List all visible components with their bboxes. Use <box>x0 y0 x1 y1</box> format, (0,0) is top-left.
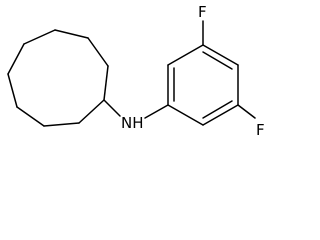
fluorine-bottom-bond <box>237 104 256 119</box>
ring-bond-8 <box>7 43 25 75</box>
ring-to-nitrogen-bond <box>103 99 121 117</box>
aryl-bond-2 <box>167 44 204 66</box>
ring-bond-2 <box>87 37 109 67</box>
aryl-bond-5-double <box>202 100 233 119</box>
ring-bond-1 <box>54 29 89 39</box>
amine-label: NH <box>121 114 144 132</box>
benzene-ring <box>167 44 239 126</box>
fluorine-bottom-label: F <box>256 121 265 139</box>
cyclooctane-ring <box>7 29 109 127</box>
cyclooctyl-difluoroaniline-structure: NH F F <box>7 3 265 139</box>
fluorine-top-label: F <box>198 3 207 21</box>
nitrogen-to-aryl-bond <box>144 104 169 119</box>
ring-bond-6 <box>16 106 45 127</box>
ring-bond-7 <box>7 73 18 108</box>
aryl-bond-5 <box>202 104 239 126</box>
ring-bond-9 <box>23 29 56 45</box>
aryl-bond-3 <box>202 44 239 66</box>
aryl-bond-6 <box>167 104 204 126</box>
ring-bond-3 <box>103 65 109 101</box>
ring-bond-4 <box>78 99 105 124</box>
ring-bond-5 <box>43 122 80 127</box>
aryl-bond-3-double <box>202 51 233 70</box>
